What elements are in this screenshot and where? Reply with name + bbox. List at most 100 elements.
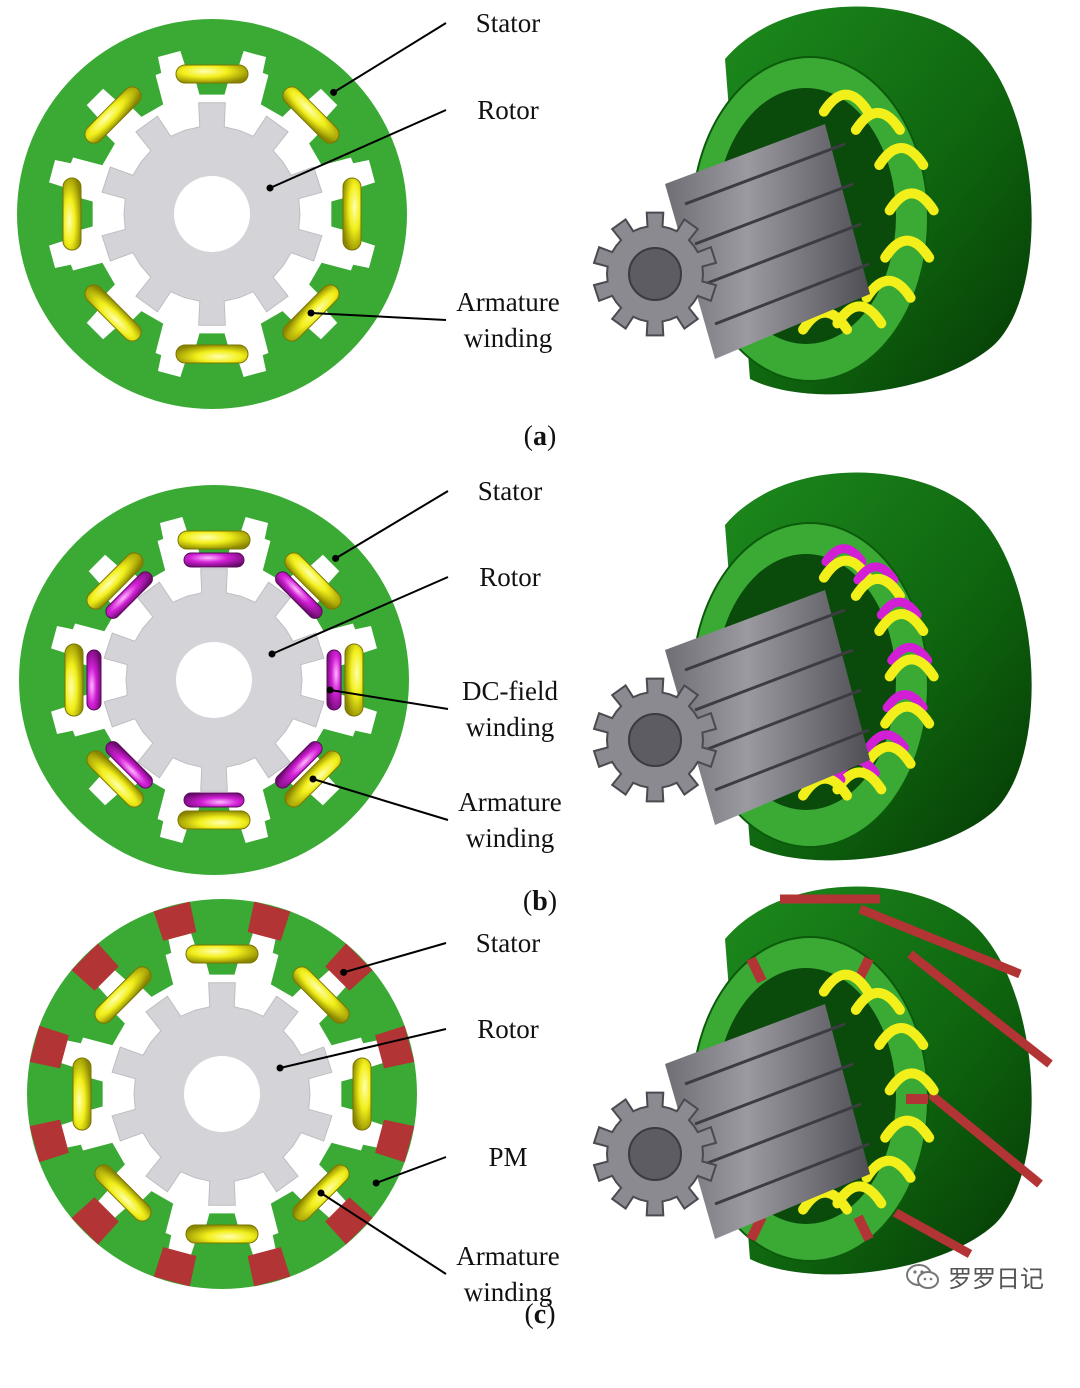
leader-dot xyxy=(372,1179,380,1187)
leader-dot xyxy=(332,554,340,562)
leader-line xyxy=(269,109,447,189)
leader-dot xyxy=(268,650,276,658)
rotor-shaft-body xyxy=(665,590,870,825)
armature-coil xyxy=(62,177,82,251)
label-text: Armature xyxy=(456,287,559,317)
leader-line xyxy=(279,1028,447,1069)
watermark-text: 罗罗日记 xyxy=(948,1265,1044,1293)
armature-coil xyxy=(185,944,259,964)
rotor-tooth-edge xyxy=(694,648,854,712)
rotor-tooth-edge xyxy=(704,222,862,286)
armature-coil xyxy=(282,86,340,144)
rotor-tooth-edge xyxy=(714,728,870,792)
label-text: Rotor xyxy=(477,1014,539,1044)
label-text: Stator xyxy=(476,8,541,38)
dc-field-end-turn xyxy=(887,642,933,665)
pm-magnet xyxy=(247,901,291,941)
stator-slot xyxy=(88,554,121,587)
armature-coil xyxy=(344,643,364,717)
dc-field-end-turn xyxy=(853,562,899,585)
rotor-shaft-hole xyxy=(628,713,682,767)
armature-coil xyxy=(177,810,251,830)
armature-coil xyxy=(84,284,142,342)
label-text: winding xyxy=(466,712,555,742)
pm-magnet xyxy=(325,1197,373,1245)
pm-stripe xyxy=(927,1090,1043,1188)
armature-end-turn xyxy=(874,143,929,170)
pm-magnet xyxy=(375,1119,415,1163)
leader-line xyxy=(329,689,449,710)
armature-end-turn xyxy=(861,275,916,303)
perspective-view-c xyxy=(592,886,1053,1275)
pm-face-segment xyxy=(746,1214,767,1242)
perspective-view-a xyxy=(592,6,1032,395)
armature-end-turn xyxy=(884,1068,939,1096)
pm-magnet xyxy=(29,1025,69,1069)
rotor-tooth-edge xyxy=(684,608,846,672)
armature-coil xyxy=(94,1164,152,1222)
stator-slot xyxy=(305,88,338,121)
cross-section-b xyxy=(19,485,409,875)
armature-coil xyxy=(342,177,362,251)
stator-slot xyxy=(96,968,129,1001)
pm-magnet xyxy=(71,1197,119,1245)
rotor-tooth-edge xyxy=(704,688,862,752)
dc-field-end-turn xyxy=(876,597,922,620)
panel-caption: (b) xyxy=(523,886,557,917)
leader-dot xyxy=(340,968,348,976)
dc-field-coil xyxy=(275,571,323,619)
rotor-shaft-hole xyxy=(628,1127,682,1181)
armature-end-turn xyxy=(861,741,916,769)
armature-coil xyxy=(284,552,342,610)
armature-coil xyxy=(64,643,84,717)
stator-slot xyxy=(307,554,340,587)
label-text: winding xyxy=(464,1277,553,1307)
rotor-tooth-edge xyxy=(704,1102,862,1166)
dc-field-end-turn xyxy=(821,544,867,567)
armature-end-turn xyxy=(874,609,929,636)
armature-end-turn xyxy=(850,108,905,135)
stator-slot xyxy=(88,773,121,806)
dc-field-coil xyxy=(86,649,102,711)
armature-coil xyxy=(177,530,251,550)
armature-coil xyxy=(292,966,350,1024)
armature-end-turn xyxy=(874,1023,929,1050)
label-text: winding xyxy=(464,323,553,353)
armature-end-turn xyxy=(880,701,935,729)
pm-face-segment xyxy=(853,1214,874,1242)
stator-slot xyxy=(96,1187,129,1220)
label-text: PM xyxy=(488,1142,527,1172)
pm-magnet xyxy=(153,1247,197,1287)
rotor-shaft-body xyxy=(665,1004,870,1239)
leader-dot xyxy=(307,309,315,317)
armature-coil xyxy=(185,1224,259,1244)
armature-coil xyxy=(175,344,249,364)
armature-end-turn xyxy=(861,1155,916,1183)
rotor-tooth-edge xyxy=(694,1062,854,1126)
leader-line xyxy=(343,942,447,974)
pm-magnet xyxy=(247,1247,291,1287)
leader-line xyxy=(312,778,449,821)
panel-caption: (c) xyxy=(524,1299,555,1330)
armature-coil xyxy=(84,86,142,144)
dc-field-coil xyxy=(105,741,153,789)
pm-magnet xyxy=(71,943,119,991)
armature-end-turn xyxy=(818,89,873,117)
dc-field-coil xyxy=(326,649,342,711)
pm-magnet xyxy=(153,901,197,941)
leader-dot xyxy=(330,88,338,96)
armature-coil xyxy=(86,552,144,610)
pm-stripe xyxy=(907,950,1053,1068)
perspective-view-b xyxy=(592,472,1032,861)
rotor-tooth-edge xyxy=(714,1142,870,1206)
rotor-shaft-bore xyxy=(184,1056,260,1132)
leader-line xyxy=(271,576,449,655)
armature-end-turn xyxy=(850,574,905,601)
wechat-logo-icon xyxy=(906,1263,939,1289)
watermark: 罗罗日记 xyxy=(906,1259,1044,1294)
